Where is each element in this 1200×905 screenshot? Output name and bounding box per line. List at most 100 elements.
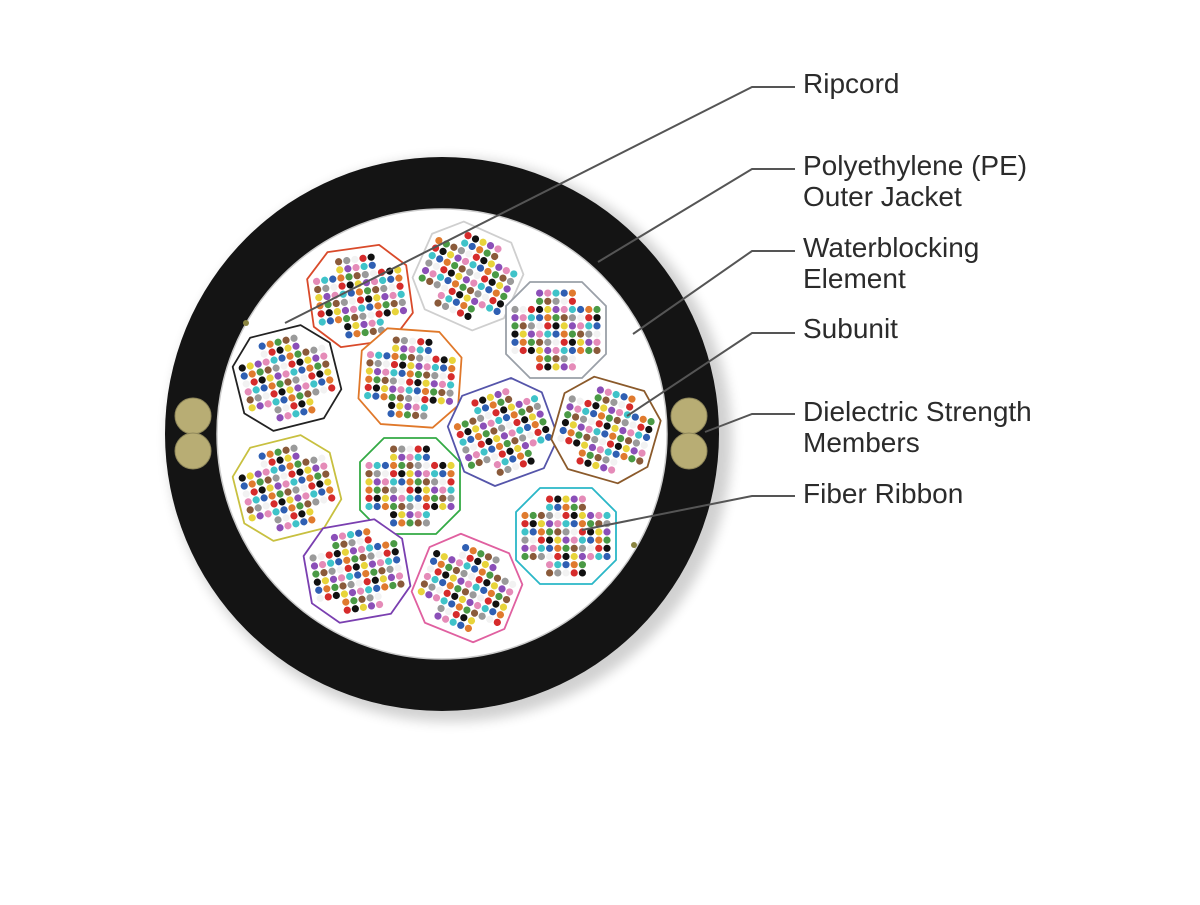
fiber xyxy=(585,346,593,355)
fiber xyxy=(352,263,360,272)
fiber xyxy=(537,544,545,552)
fiber xyxy=(559,426,567,435)
fiber xyxy=(577,322,585,330)
fiber xyxy=(573,439,581,447)
fiber xyxy=(478,568,486,576)
fiber xyxy=(519,330,527,338)
fiber-ribbon xyxy=(388,401,428,412)
fiber xyxy=(348,589,357,597)
fiber xyxy=(396,394,404,402)
fiber xyxy=(531,421,539,429)
fiber xyxy=(252,386,260,394)
fiber xyxy=(445,607,453,616)
fiber xyxy=(568,363,576,371)
fiber xyxy=(418,274,426,282)
fiber xyxy=(340,590,349,598)
fiber xyxy=(464,580,473,588)
fiber xyxy=(298,400,306,408)
fiber xyxy=(599,438,607,446)
fiber-ribbon xyxy=(433,550,517,588)
fiber xyxy=(376,318,384,326)
fiber xyxy=(587,520,595,528)
fiber xyxy=(315,586,323,594)
fiber xyxy=(498,585,506,593)
fiber xyxy=(406,461,414,470)
fiber xyxy=(282,480,290,488)
fiber xyxy=(454,585,462,593)
fiber xyxy=(343,556,351,564)
fiber-ribbon xyxy=(332,536,372,550)
fiber xyxy=(577,330,585,338)
fiber xyxy=(302,348,310,356)
fiber xyxy=(270,500,278,508)
fiber xyxy=(500,406,508,414)
fiber xyxy=(374,359,382,368)
fiber xyxy=(434,299,442,307)
fiber xyxy=(382,541,390,549)
fiber xyxy=(472,451,480,459)
fiber xyxy=(304,466,312,474)
fiber xyxy=(315,294,323,302)
fiber xyxy=(422,470,430,478)
fiber xyxy=(562,569,570,577)
fiber xyxy=(495,592,503,601)
leader-line xyxy=(581,495,795,531)
fiber xyxy=(292,520,300,528)
strength-member xyxy=(174,432,212,470)
fiber-ribbon xyxy=(557,434,644,465)
fiber xyxy=(290,368,298,376)
fiber xyxy=(530,395,539,403)
fiber xyxy=(456,430,464,439)
fiber xyxy=(503,285,511,293)
fiber xyxy=(536,363,544,371)
fiber xyxy=(272,398,280,406)
fiber xyxy=(246,396,254,404)
fiber xyxy=(368,560,377,568)
fiber xyxy=(425,338,433,346)
core-edge xyxy=(216,208,668,660)
fiber-ribbon xyxy=(536,363,576,371)
fiber xyxy=(484,597,492,605)
fiber xyxy=(546,520,554,528)
fiber xyxy=(361,270,369,279)
fiber xyxy=(578,552,586,561)
fiber xyxy=(375,600,384,609)
fiber xyxy=(546,561,554,569)
fiber xyxy=(374,302,382,310)
fiber-ribbon xyxy=(365,461,455,470)
fiber xyxy=(595,511,603,520)
fiber xyxy=(345,273,353,281)
fiber xyxy=(439,502,447,511)
fiber xyxy=(447,373,455,381)
fiber-ribbon xyxy=(365,470,455,478)
fiber xyxy=(506,277,515,286)
fiber xyxy=(457,621,465,629)
fiber xyxy=(552,330,560,338)
fiber xyxy=(577,346,585,355)
fiber xyxy=(428,583,436,591)
fiber xyxy=(448,356,456,365)
fiber xyxy=(546,544,554,552)
fiber-ribbon xyxy=(546,561,586,569)
fiber xyxy=(276,414,284,422)
fiber xyxy=(576,397,584,405)
fiber xyxy=(343,257,351,265)
fiber xyxy=(323,292,331,301)
fiber xyxy=(511,314,519,322)
fiber xyxy=(554,544,562,552)
fiber xyxy=(374,592,382,601)
fiber xyxy=(266,374,274,382)
fiber xyxy=(439,364,448,372)
fiber-ribbon xyxy=(312,556,401,578)
fiber xyxy=(364,536,372,544)
fiber xyxy=(569,421,577,429)
fiber xyxy=(562,561,570,569)
fiber xyxy=(568,289,576,297)
fiber xyxy=(381,293,389,301)
fiber xyxy=(529,520,537,528)
fiber xyxy=(473,271,481,280)
fiber-ribbon xyxy=(471,388,510,407)
fiber xyxy=(422,461,430,470)
fiber xyxy=(390,445,398,453)
fiber xyxy=(390,470,398,478)
